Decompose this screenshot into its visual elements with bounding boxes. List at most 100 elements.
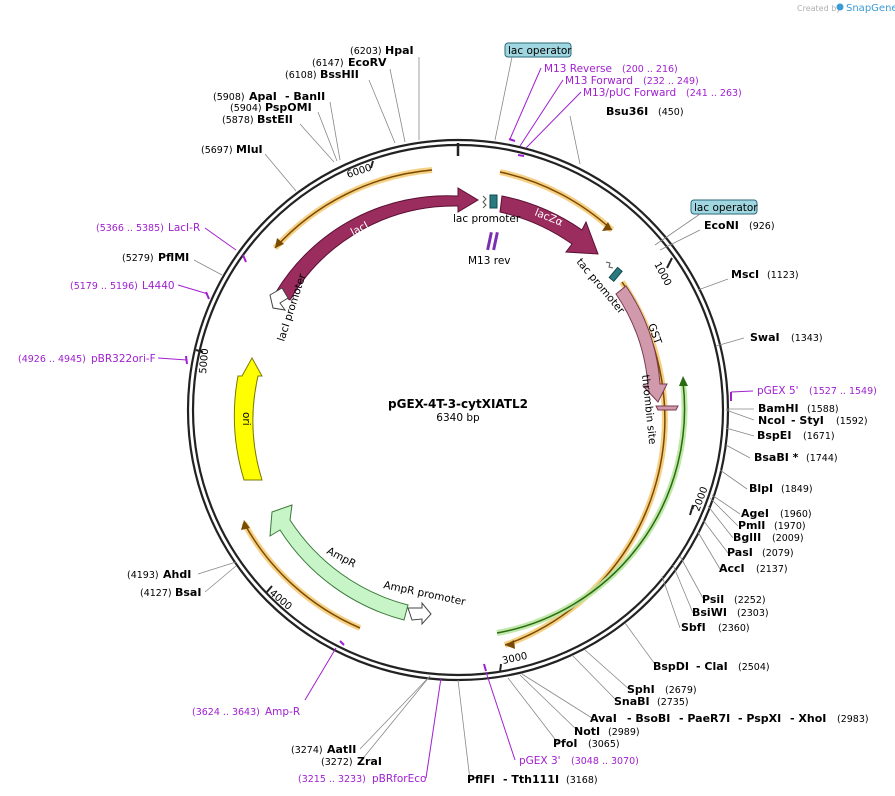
enzyme-ncoi[interactable]: NcoI <box>758 414 785 427</box>
enzyme-agei-pos: (1960) <box>780 509 812 520</box>
enzyme-bsu36i[interactable]: Bsu36I <box>606 105 648 118</box>
primer-l4440[interactable]: L4440 <box>142 280 175 292</box>
enzyme-bspei[interactable]: BspEI <box>757 429 791 442</box>
enzyme-tth111i[interactable]: - Tth111I <box>503 773 559 786</box>
enzyme-ahdi-pos: (4193) <box>127 570 159 581</box>
enzyme-pmli[interactable]: PmlI <box>738 519 765 532</box>
enzyme-hpai-pos: (6203) <box>350 46 382 57</box>
enzyme-bglii-pos: (2009) <box>772 533 804 544</box>
enzyme-pfoi[interactable]: PfoI <box>553 737 578 750</box>
ampr-feature[interactable] <box>269 504 409 621</box>
enzyme-swai-pos: (1343) <box>791 333 823 344</box>
enzyme-xhoi[interactable]: - XhoI <box>790 712 826 725</box>
primer-m13-reverse-range: (200 .. 216) <box>622 64 678 75</box>
enzyme-banii[interactable]: - BanII <box>285 90 325 103</box>
enzyme-avai[interactable]: AvaI <box>590 712 617 725</box>
enzyme-pspomi[interactable]: PspOMI <box>265 101 312 114</box>
primer-laci-r-range: (5366 .. 5385) <box>96 223 164 234</box>
primer-leader-lines <box>157 67 754 779</box>
enzyme-noti-pos: (2989) <box>608 727 640 738</box>
m13-rev-bar-1 <box>486 231 493 251</box>
enzyme-bamhi[interactable]: BamHI <box>758 402 799 415</box>
primer-pgex-5[interactable]: pGEX 5' <box>757 385 799 397</box>
enzyme-sbfi[interactable]: SbfI <box>681 621 706 634</box>
primer-m13-puc-forward-range: (241 .. 263) <box>686 88 742 99</box>
tick-label-4000: 4000 <box>267 588 294 613</box>
enzyme-bsabi[interactable]: BsaBI * <box>754 451 799 464</box>
enzyme-bsobi[interactable]: - BsoBI <box>627 712 670 725</box>
enzyme-pflfi[interactable]: PflFI <box>467 773 495 786</box>
primer-marks <box>185 138 732 672</box>
ori-feature[interactable] <box>233 356 263 481</box>
primer-pbrforeco-range: (3215 .. 3233) <box>298 774 366 785</box>
enzyme-bsteii[interactable]: BstEII <box>257 113 293 126</box>
enzyme-ahdi[interactable]: AhdI <box>163 568 191 581</box>
enzyme-pasi[interactable]: PasI <box>727 546 753 559</box>
enzyme-sphi[interactable]: SphI <box>627 683 655 696</box>
m13-rev-bar-2 <box>492 231 499 251</box>
tac-promoter-glyph <box>605 261 614 269</box>
enzyme-pmli-pos: (1970) <box>774 521 806 532</box>
snapgene-logo: SnapGene <box>846 3 895 14</box>
enzyme-bspdi[interactable]: BspDI <box>653 660 689 673</box>
enzyme-bglii[interactable]: BglII <box>733 531 761 544</box>
lacza-feature[interactable] <box>499 195 599 255</box>
tick-mark-2000 <box>689 504 694 516</box>
enzyme-bsai[interactable]: BsaI <box>175 586 201 599</box>
enzyme-psii[interactable]: PsiI <box>702 593 724 606</box>
plasmid-name: pGEX-4T-3-cytXIATL2 <box>388 397 528 411</box>
enzyme-pspomi-pos: (5904) <box>230 103 262 114</box>
enzyme-leader-lines <box>193 57 755 781</box>
primer-pbr322ori-f-range: (4926 .. 4945) <box>18 354 86 365</box>
enzyme-msci[interactable]: MscI <box>731 268 759 281</box>
enzyme-ncoi-pos: (1592) <box>836 416 868 427</box>
enzyme-apai[interactable]: ApaI <box>249 90 277 103</box>
enzyme-agei[interactable]: AgeI <box>741 507 769 520</box>
enzyme-swai[interactable]: SwaI <box>750 331 780 344</box>
enzyme-bsai-pos: (4127) <box>140 588 172 599</box>
laci-feature[interactable] <box>275 187 479 301</box>
gst-feature[interactable] <box>615 285 668 403</box>
tick-label-5000: 5000 <box>198 348 211 374</box>
enzyme-psii-pos: (2252) <box>734 595 766 606</box>
m13-rev-label: M13 rev <box>468 255 511 267</box>
primer-pgex-5-range: (1527 .. 1549) <box>809 386 877 397</box>
enzyme-bsiwi[interactable]: BsiWI <box>692 606 727 619</box>
enzyme-bsu36i-pos: (450) <box>658 107 684 118</box>
primer-pgex-3[interactable]: pGEX 3' <box>519 755 561 767</box>
enzyme-paer7i[interactable]: - PaeR7I <box>679 712 730 725</box>
enzyme-clai[interactable]: - ClaI <box>696 660 728 673</box>
enzyme-acci[interactable]: AccI <box>719 562 745 575</box>
enzyme-econi[interactable]: EcoNI <box>704 219 739 232</box>
primer-pbrforeco[interactable]: pBRforEco <box>372 773 426 785</box>
enzyme-aatii[interactable]: AatII <box>327 743 356 756</box>
enzyme-blpi[interactable]: BlpI <box>749 482 773 495</box>
primer-m13-reverse[interactable]: M13 Reverse <box>544 63 612 75</box>
enzyme-mlui-pos: (5697) <box>201 145 233 156</box>
enzyme-apai-pos: (5908) <box>213 92 245 103</box>
enzyme-mlui[interactable]: MluI <box>236 143 263 156</box>
enzyme-pflmi[interactable]: PflMI <box>158 251 189 264</box>
enzyme-zrai[interactable]: ZraI <box>357 755 382 768</box>
primer-m13-forward[interactable]: M13 Forward <box>565 75 633 87</box>
enzyme-hpai[interactable]: HpaI <box>385 44 414 57</box>
laci-promoter-arrow <box>269 287 289 311</box>
ori-label: ori <box>240 412 252 426</box>
primer-pbr322ori-f[interactable]: pBR322ori-F <box>91 353 156 365</box>
enzyme-pspxi[interactable]: - PspXI <box>738 712 781 725</box>
enzyme-noti[interactable]: NotI <box>574 725 600 738</box>
enzyme-ecorv[interactable]: EcoRV <box>348 56 387 69</box>
primer-m13-puc-forward[interactable]: M13/pUC Forward <box>583 87 676 99</box>
tac-promoter-label: tac promoter <box>574 256 628 317</box>
snapgene-logo-icon <box>836 3 844 11</box>
enzyme-snabi[interactable]: SnaBI <box>614 695 650 708</box>
primer-amp-r[interactable]: Amp-R <box>265 706 300 718</box>
enzyme-bsabi-pos: (1744) <box>806 453 838 464</box>
enzyme-bsshii[interactable]: BssHII <box>320 68 359 81</box>
lac-promoter-glyph <box>482 195 487 209</box>
tick-mark-1000 <box>666 257 673 269</box>
enzyme-pfoi-pos: (3065) <box>588 739 620 750</box>
primer-laci-r[interactable]: LacI-R <box>168 222 200 234</box>
enzyme-styi[interactable]: - StyI <box>791 414 824 427</box>
